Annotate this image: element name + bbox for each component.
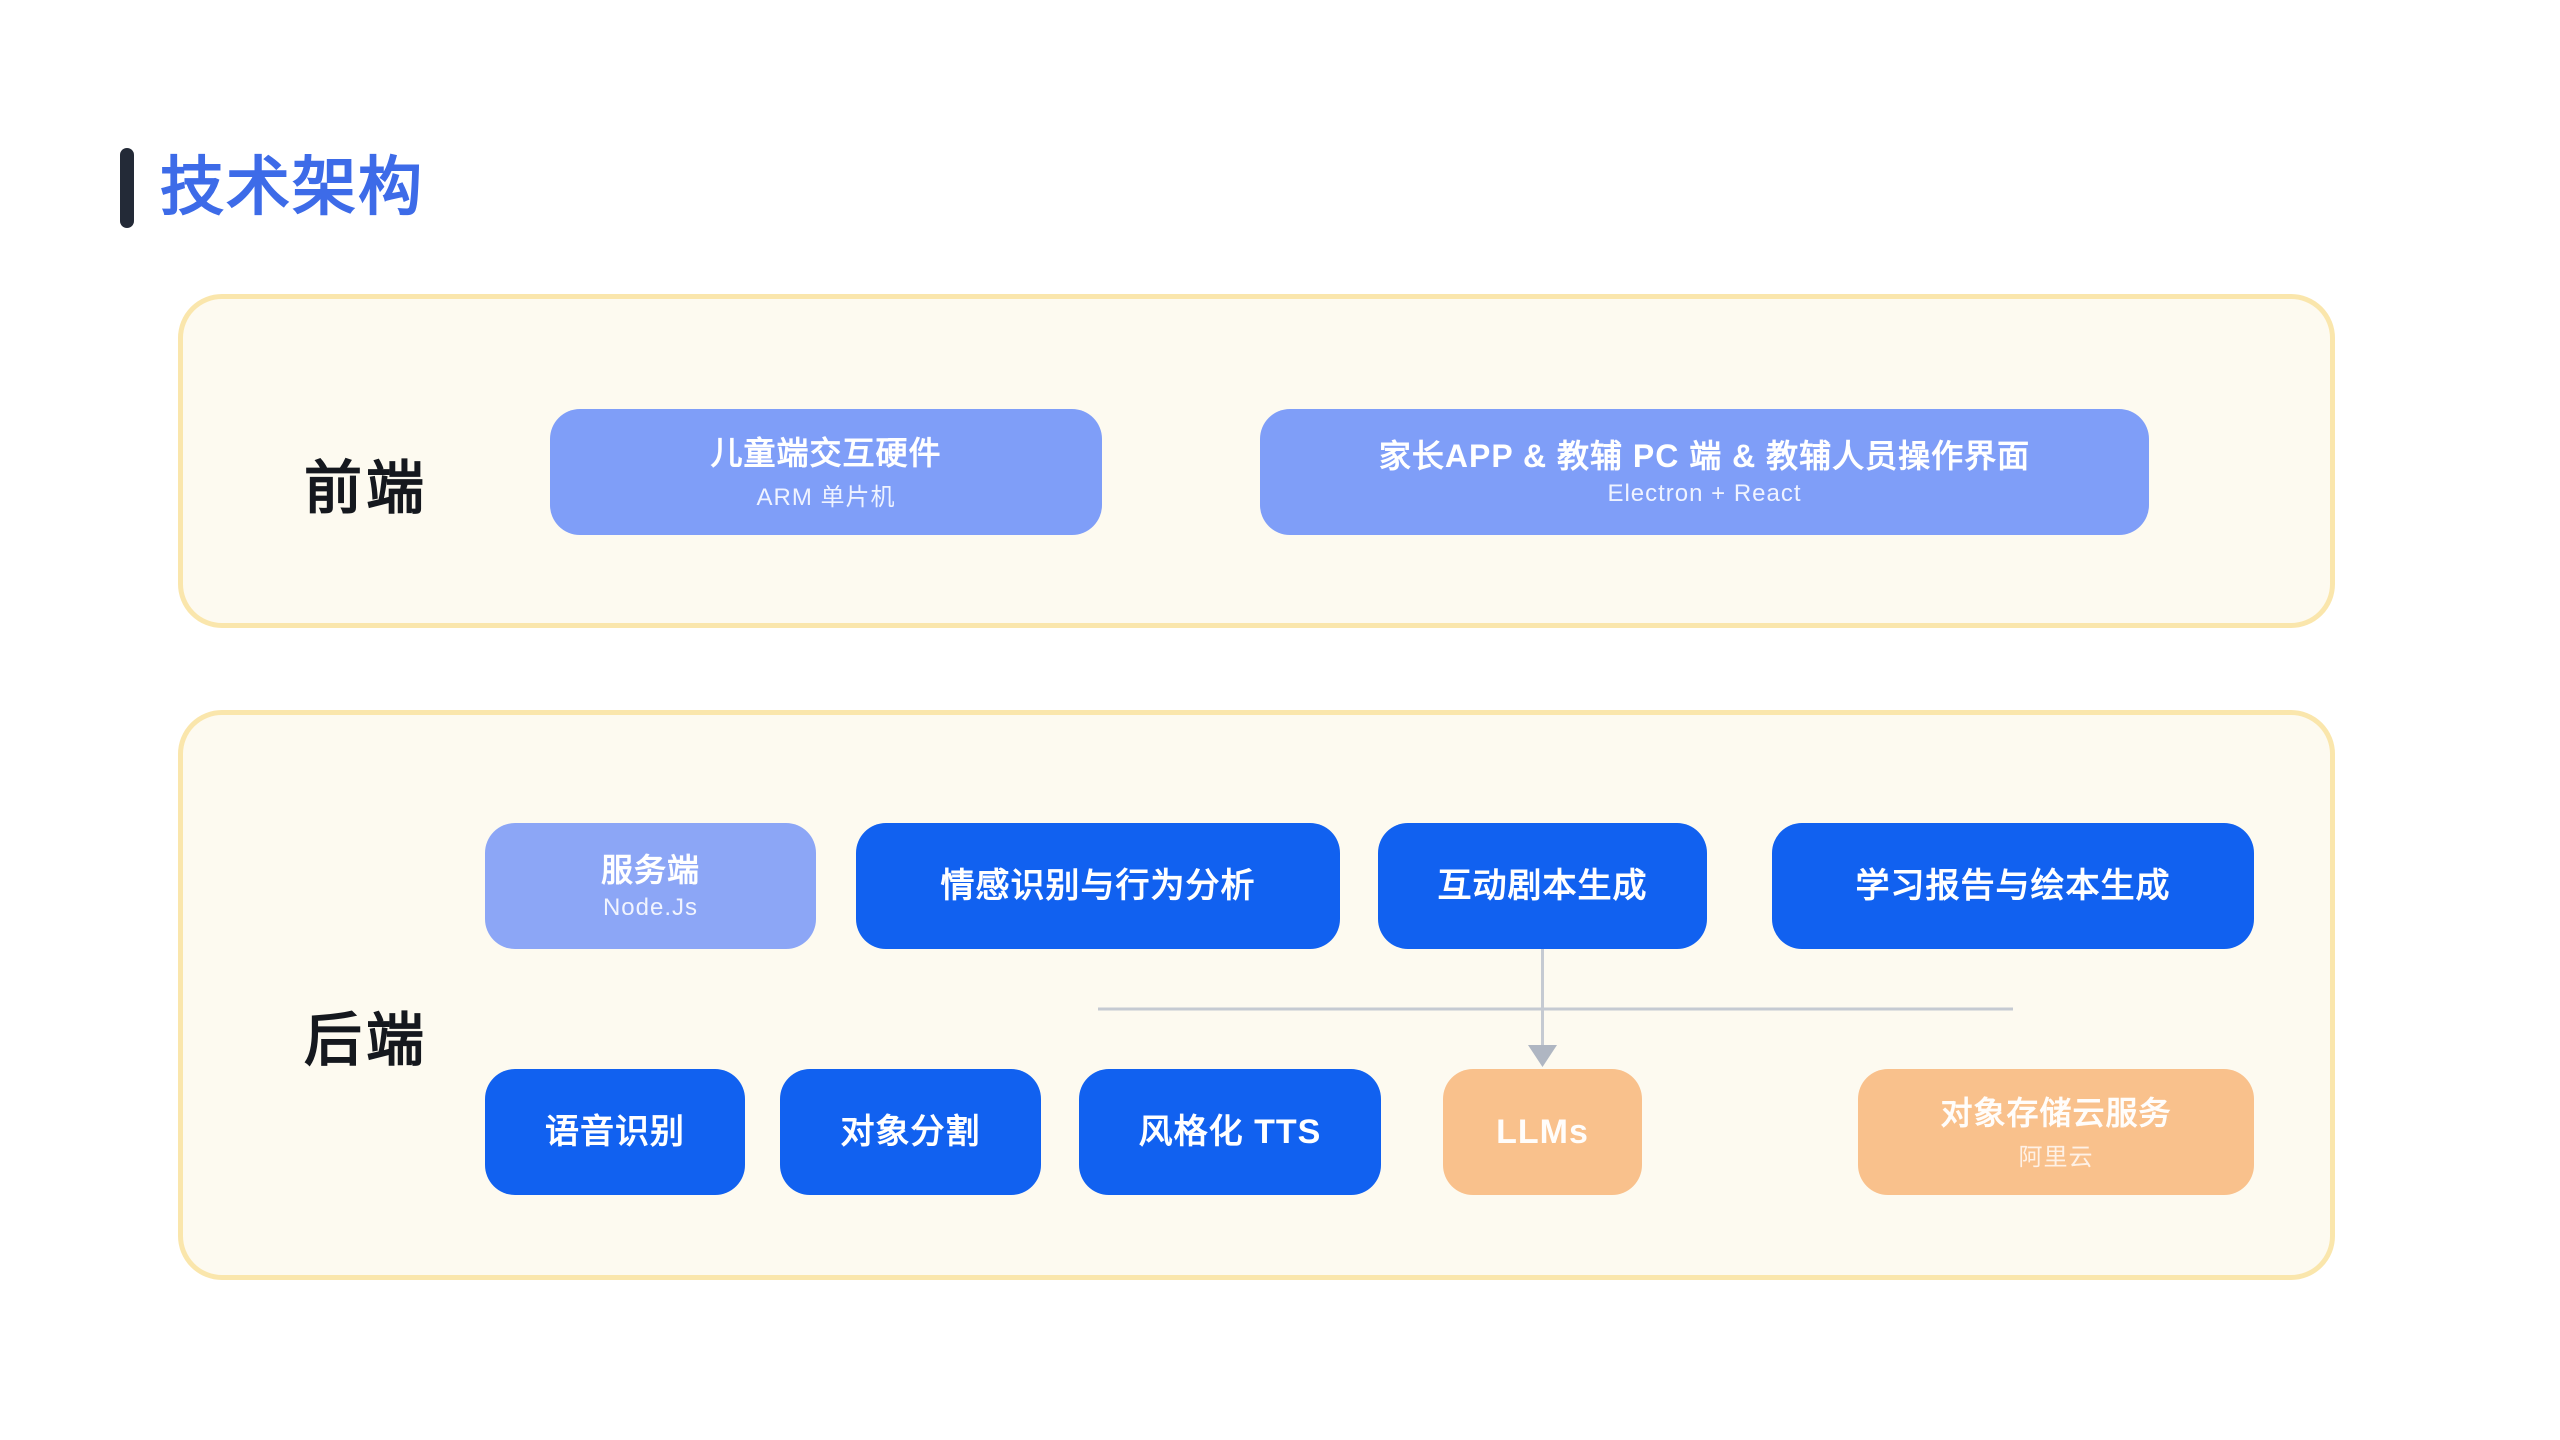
node-subtitle: Electron + React: [1607, 480, 1802, 507]
node-emotion-behavior-analysis: 情感识别与行为分析: [856, 823, 1340, 949]
node-stylized-tts: 风格化 TTS: [1079, 1069, 1381, 1195]
frontend-label: 前端: [303, 456, 428, 521]
node-title: 儿童端交互硬件: [710, 434, 942, 471]
node-title: 对象存储云服务: [1940, 1094, 2172, 1131]
node-parent-app-teaching-ui: 家长APP & 教辅 PC 端 & 教辅人员操作界面 Electron + Re…: [1260, 409, 2149, 535]
backend-section: 后端 服务端 Node.Js 情感识别与行为分析 互动剧本生成 学习报告与绘本生…: [178, 710, 2335, 1280]
node-title: LLMs: [1496, 1112, 1589, 1151]
backend-label: 后端: [303, 1008, 428, 1073]
page-title: 技术架构: [160, 152, 424, 223]
node-report-picturebook-generation: 学习报告与绘本生成: [1772, 823, 2254, 949]
node-title: 风格化 TTS: [1138, 1112, 1322, 1151]
node-child-interactive-hardware: 儿童端交互硬件 ARM 单片机: [550, 409, 1102, 535]
node-title: 互动剧本生成: [1437, 866, 1648, 905]
node-subtitle: ARM 单片机: [756, 483, 896, 511]
node-object-segmentation: 对象分割: [780, 1069, 1041, 1195]
frontend-section: 前端 儿童端交互硬件 ARM 单片机 家长APP & 教辅 PC 端 & 教辅人…: [178, 294, 2335, 628]
node-subtitle: Node.Js: [602, 894, 699, 921]
node-speech-recognition: 语音识别: [485, 1069, 745, 1195]
node-object-storage-cloud: 对象存储云服务 阿里云: [1858, 1069, 2254, 1195]
title-accent-bar: [120, 148, 134, 228]
node-title: 学习报告与绘本生成: [1855, 866, 2171, 905]
node-server: 服务端 Node.Js: [485, 823, 816, 949]
node-title: 家长APP & 教辅 PC 端 & 教辅人员操作界面: [1378, 438, 2031, 474]
header: 技术架构: [120, 148, 424, 228]
node-title: 服务端: [600, 852, 700, 888]
arrowhead-icon: [1528, 1045, 1557, 1067]
node-title: 语音识别: [545, 1112, 685, 1151]
node-title: 对象分割: [840, 1112, 981, 1151]
node-title: 情感识别与行为分析: [940, 866, 1256, 905]
node-interactive-script-generation: 互动剧本生成: [1378, 823, 1707, 949]
node-llms: LLMs: [1443, 1069, 1642, 1195]
node-subtitle: 阿里云: [2018, 1143, 2094, 1171]
